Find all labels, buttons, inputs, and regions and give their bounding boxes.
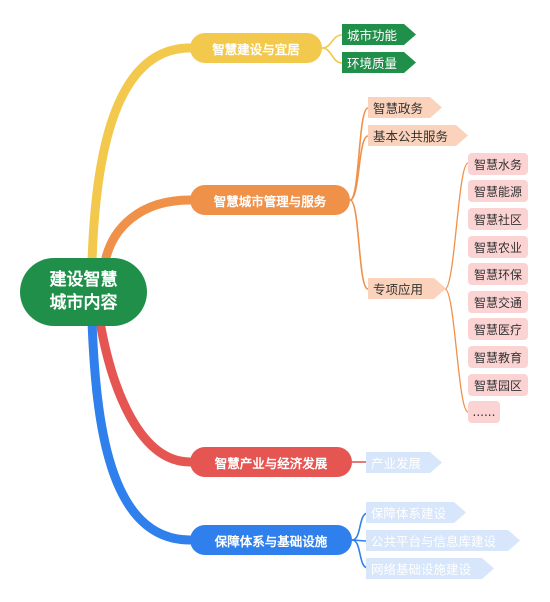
branch-smart-construction[interactable]: 智慧建设与宜居 (190, 33, 322, 63)
app-label: 智慧环保 (473, 267, 522, 282)
app-label: 智慧交通 (473, 295, 522, 310)
connector-special-top (444, 162, 469, 290)
connector-yellow-1 (321, 34, 343, 49)
topic-public-services[interactable]: 基本公共服务 (368, 125, 468, 146)
topic-label: 产业发展 (371, 456, 422, 471)
app-label: 智慧教育 (473, 350, 522, 365)
root-label-line1: 建设智慧 (49, 270, 118, 290)
branch-label: 智慧城市管理与服务 (213, 193, 327, 209)
app-label: 智慧社区 (473, 212, 522, 227)
app-label: 智慧能源 (473, 184, 522, 199)
topic-public-platform[interactable]: 公共平台与信息库建设 (366, 530, 520, 551)
topic-label: 城市功能 (347, 28, 398, 43)
app-more-ellipsis[interactable]: ...... (468, 401, 500, 423)
topic-label: 公共平台与信息库建设 (371, 534, 497, 549)
branch-label: 智慧建设与宜居 (212, 41, 300, 57)
topic-label: 专项应用 (373, 282, 424, 297)
topic-label: 智慧政务 (373, 101, 424, 116)
connector-root-orange (100, 195, 195, 267)
topic-city-function[interactable]: 城市功能 (342, 24, 416, 45)
app-label: ...... (472, 405, 496, 419)
connector-orange-2 (349, 135, 369, 201)
branch-smart-industry[interactable]: 智慧产业与经济发展 (190, 447, 352, 477)
connector-orange-1 (349, 107, 369, 201)
topic-network-infrastructure[interactable]: 网络基础设施建设 (366, 558, 494, 579)
connector-root-blue (87, 317, 195, 545)
connector-root-yellow (87, 43, 195, 267)
topic-environment-quality[interactable]: 环境质量 (342, 52, 416, 73)
app-smart-park[interactable]: 智慧园区 (468, 374, 528, 396)
connector-special-bottom (444, 288, 469, 413)
connector-root-red (95, 317, 195, 467)
app-smart-environment[interactable]: 智慧环保 (468, 263, 528, 285)
app-smart-education[interactable]: 智慧教育 (468, 346, 528, 368)
connector-blue-3 (351, 539, 369, 569)
topic-special-applications[interactable]: 专项应用 (368, 278, 446, 299)
app-smart-transport[interactable]: 智慧交通 (468, 291, 528, 313)
app-smart-agriculture[interactable]: 智慧农业 (468, 236, 528, 258)
app-label: 智慧园区 (473, 378, 522, 393)
branch-smart-management[interactable]: 智慧城市管理与服务 (190, 185, 350, 215)
topic-security-system[interactable]: 保障体系建设 (366, 502, 466, 523)
connector-yellow-2 (321, 47, 343, 64)
app-smart-water[interactable]: 智慧水务 (468, 153, 528, 175)
app-smart-healthcare[interactable]: 智慧医疗 (468, 318, 528, 340)
branch-infrastructure[interactable]: 保障体系与基础设施 (190, 525, 352, 555)
connector-blue-1 (351, 512, 369, 541)
topic-label: 保障体系建设 (371, 506, 447, 521)
app-smart-community[interactable]: 智慧社区 (468, 208, 528, 230)
connector-orange-3 (349, 199, 369, 290)
app-smart-energy[interactable]: 智慧能源 (468, 180, 528, 202)
root-node[interactable]: 建设智慧 城市内容 (20, 258, 147, 326)
topic-industry-development[interactable]: 产业发展 (366, 452, 442, 473)
topic-label: 环境质量 (347, 56, 398, 71)
branch-label: 保障体系与基础设施 (214, 533, 328, 549)
topic-smart-government[interactable]: 智慧政务 (368, 97, 442, 118)
topic-label: 网络基础设施建设 (371, 562, 472, 577)
app-label: 智慧水务 (473, 157, 522, 172)
branch-label: 智慧产业与经济发展 (214, 455, 328, 471)
app-label: 智慧医疗 (473, 322, 522, 337)
app-label: 智慧农业 (473, 240, 522, 255)
root-label-line2: 城市内容 (49, 293, 118, 313)
topic-label: 基本公共服务 (373, 129, 449, 144)
